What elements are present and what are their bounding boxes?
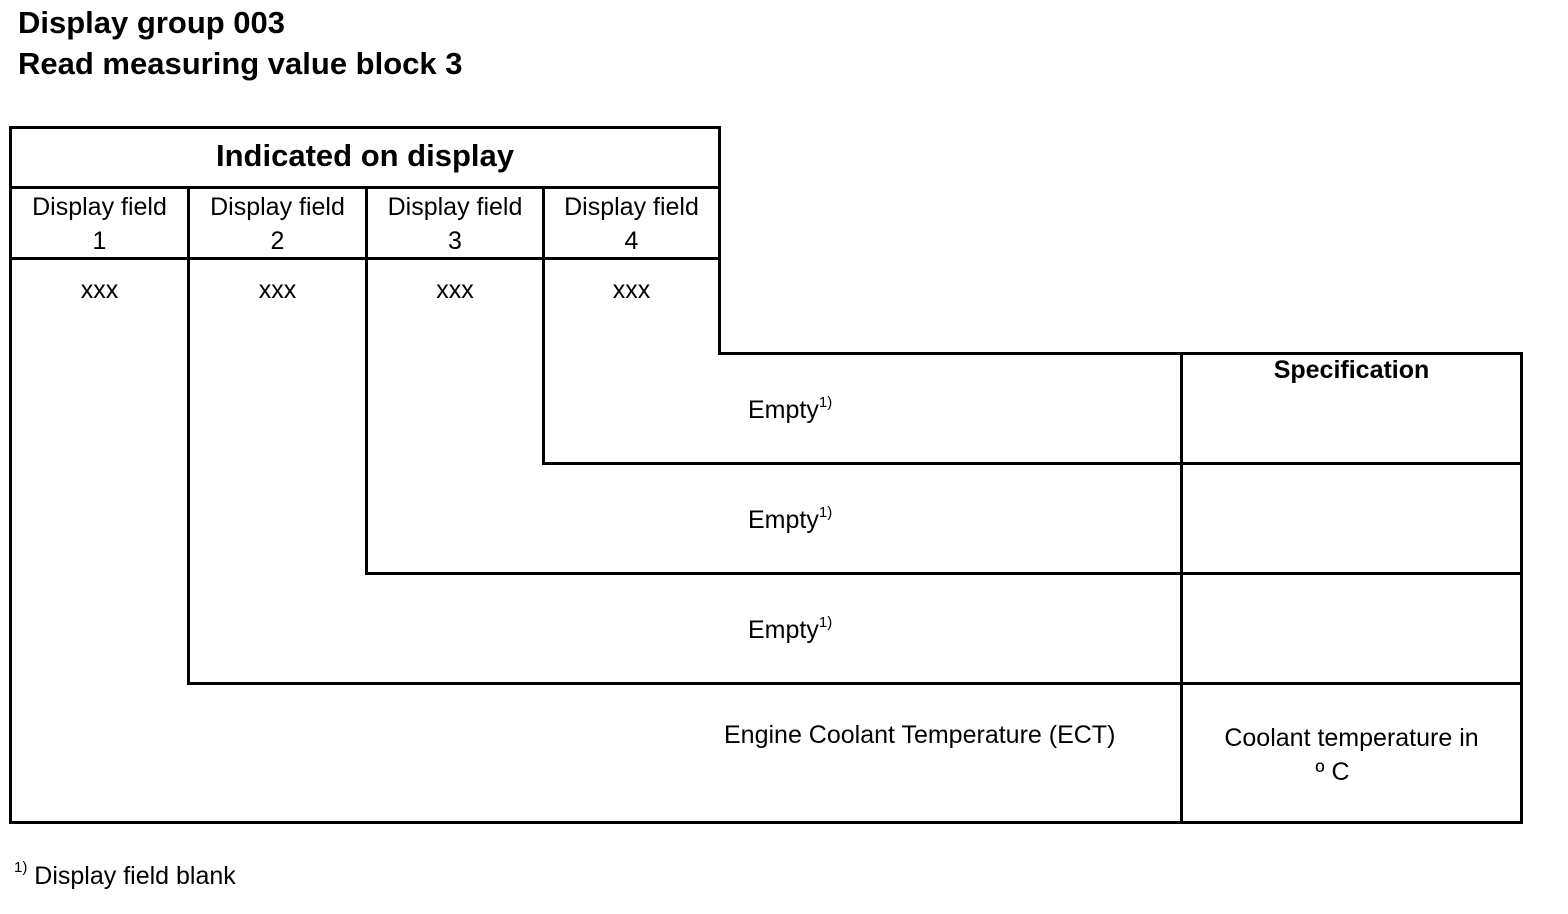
display-field-3-header: Display field 3 xyxy=(368,190,542,258)
display-field-label: Display field xyxy=(387,193,523,221)
display-field-number: 3 xyxy=(448,227,462,255)
display-field-2-value: xxx xyxy=(258,276,297,304)
display-field-4-header: Display field 4 xyxy=(545,190,718,258)
row-description-field-2: Empty1) xyxy=(748,614,833,644)
page-title-line-2: Read measuring value block 3 xyxy=(18,46,463,81)
page-title-line-1: Display group 003 xyxy=(18,5,286,40)
footnote-ref: 1) xyxy=(818,614,833,631)
table-header-indicated: Indicated on display xyxy=(216,138,514,173)
footnote-text: Display field blank xyxy=(34,862,236,890)
display-field-4-value: xxx xyxy=(612,276,651,304)
display-field-label: Display field xyxy=(210,193,345,221)
footnote-ref: 1) xyxy=(818,394,833,411)
specification-ect-line-1: Coolant temperature in xyxy=(1224,724,1479,752)
display-field-2-header: Display field 2 xyxy=(190,190,365,258)
specification-ect: Coolant temperature in º C xyxy=(1183,721,1520,789)
display-field-label: Display field xyxy=(564,193,699,221)
display-field-3-value: xxx xyxy=(436,276,474,304)
row-description-field-4: Empty1) xyxy=(748,394,833,424)
specification-ect-line-2: º C xyxy=(1315,758,1350,786)
display-field-label: Display field xyxy=(32,193,167,221)
display-field-number: 4 xyxy=(624,227,639,255)
footnote: 1) Display field blank xyxy=(14,859,236,891)
display-field-number: 1 xyxy=(92,227,107,255)
footnote-marker: 1) xyxy=(14,859,28,876)
row-description-field-3: Empty1) xyxy=(748,504,833,534)
specification-header: Specification xyxy=(1273,356,1430,384)
display-field-1-value: xxx xyxy=(80,276,119,304)
footnote-ref: 1) xyxy=(818,504,833,521)
display-field-1-header: Display field 1 xyxy=(12,190,187,258)
row-description-field-1: Engine Coolant Temperature (ECT) xyxy=(724,721,1116,749)
display-field-number: 2 xyxy=(270,227,285,255)
